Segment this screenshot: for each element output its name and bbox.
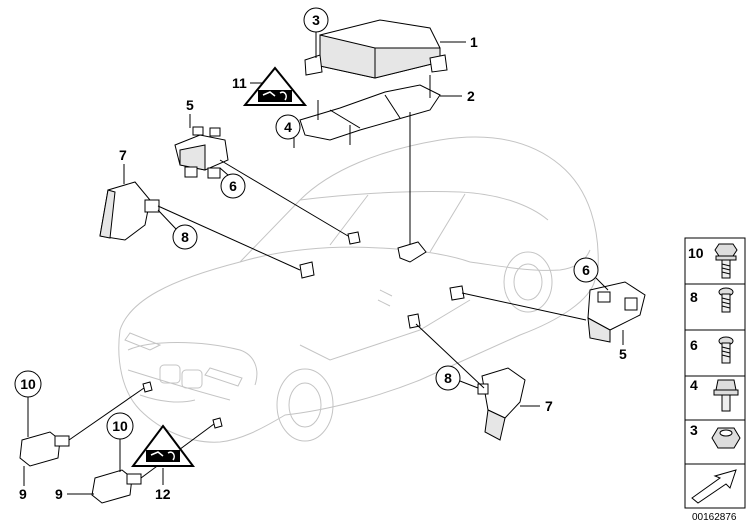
callout-8-right: 8 [444, 370, 452, 386]
legend-num-4: 3 [690, 422, 698, 438]
airbag-warning-label-icon [242, 66, 308, 106]
callout-12: 12 [155, 486, 171, 502]
callouts: 3 1 2 4 11 5 6 7 8 6 5 [14, 7, 627, 502]
callout-9-a: 9 [19, 486, 27, 502]
car-outline [118, 136, 599, 443]
callout-7-left: 7 [119, 147, 127, 163]
callout-5-right: 5 [619, 346, 627, 362]
control-unit-bracket [299, 75, 441, 245]
legend-num-2: 6 [690, 337, 698, 353]
bumper-sensor-a [19, 431, 70, 467]
airbag-control-unit [304, 19, 448, 79]
callout-4: 4 [284, 119, 292, 135]
callout-8-left: 8 [181, 229, 189, 245]
side-sensor-right [587, 281, 646, 343]
document-number: 00162876 [692, 512, 737, 523]
bumper-sensor-b [91, 469, 142, 504]
hex-nut-icon [711, 427, 741, 449]
screw-icon [718, 287, 734, 313]
collar-bolt-icon [713, 379, 739, 412]
side-sensor-top [174, 126, 229, 179]
callout-7-right: 7 [545, 398, 553, 414]
sensor-icon [142, 231, 465, 429]
callout-10-a: 10 [20, 376, 36, 392]
hex-flange-bolt-icon [714, 243, 738, 279]
callout-2: 2 [467, 88, 475, 104]
arrow-icon [691, 469, 737, 504]
callout-11: 11 [232, 75, 247, 91]
front-sensor-left [99, 181, 160, 241]
legend-num-0: 10 [688, 245, 704, 261]
legend-num-1: 8 [690, 289, 698, 305]
legend-num-3: 4 [690, 377, 698, 393]
callout-1: 1 [470, 34, 478, 50]
callout-6-right: 6 [582, 262, 590, 278]
front-sensor-right [477, 367, 526, 441]
fastener-legend: 10 8 6 4 3 [684, 237, 746, 509]
callout-9-b: 9 [55, 486, 63, 502]
airbag-warning-label-icon [131, 424, 195, 467]
callout-6-top: 6 [229, 178, 237, 194]
callout-3: 3 [312, 12, 320, 28]
callout-5-top: 5 [186, 97, 194, 113]
callout-10-b: 10 [112, 418, 128, 434]
screw-icon [718, 336, 734, 364]
